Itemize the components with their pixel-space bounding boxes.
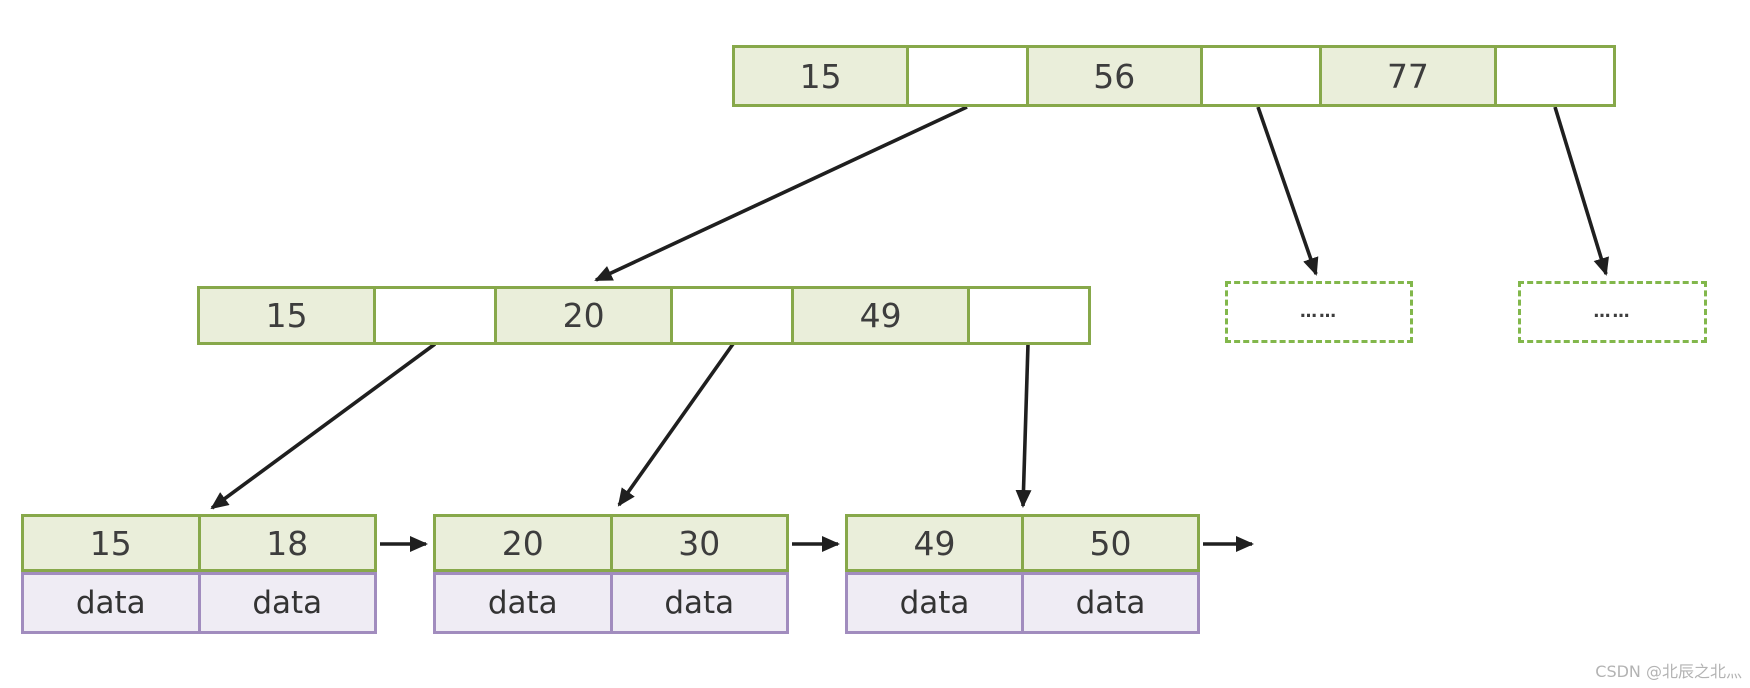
leaf-3-key-row: 49 50 [845,514,1200,572]
arrow-internal-p3-to-leaf-3 [1015,343,1032,508]
arrow-root-p2-to-overflow-1 [1256,106,1319,276]
internal-pointer-cell-0 [373,289,494,342]
leaf-3-data-cell-0: data [848,575,1021,631]
leaf-1-key-cell-0: 15 [24,517,198,569]
arrow-internal-p2-to-leaf-2 [617,342,735,507]
leaf-3-key-cell-0: 49 [848,517,1021,569]
leaf-2-key-cell-1: 30 [609,517,786,569]
leaf-3-data-row: data data [845,572,1200,634]
root-key-cell-0: 15 [735,48,907,104]
root-key-cell-2: 77 [1319,48,1494,104]
leaf-2-data-cell-0: data [436,575,610,631]
leaf-1-data-row: data data [21,572,377,634]
root-key-cell-1: 56 [1025,48,1200,104]
leaf-node-1: 15 18 data data [21,514,377,634]
leaf-3-key-cell-1: 50 [1021,517,1197,569]
internal-pointer-cell-1 [670,289,791,342]
overflow-box-2: …… [1518,281,1707,343]
leaf-1-data-cell-1: data [197,575,374,631]
leaf-3-data-cell-1: data [1021,575,1197,631]
arrow-root-p3-to-overflow-2 [1553,106,1609,276]
leaf-1-key-row: 15 18 [21,514,377,572]
leaf-2-data-cell-1: data [609,575,786,631]
ellipsis-label: …… [1300,302,1338,322]
root-pointer-cell-0 [906,48,1026,104]
root-pointer-cell-2 [1493,48,1614,104]
arrow-root-p1-to-internal [594,105,968,282]
internal-key-cell-1: 20 [494,289,671,342]
root-pointer-cell-1 [1199,48,1320,104]
internal-pointer-cell-2 [967,289,1088,342]
leaf-1-data-cell-0: data [24,575,198,631]
internal-key-cell-0: 15 [200,289,374,342]
leaf-1-key-cell-1: 18 [197,517,374,569]
watermark-text: CSDN @北辰之北灬 [1595,662,1742,681]
arrow-internal-p1-to-leaf-1 [210,342,437,510]
leaf-node-2: 20 30 data data [433,514,789,634]
internal-key-cell-2: 49 [791,289,968,342]
leaf-2-key-row: 20 30 [433,514,789,572]
ellipsis-label: …… [1593,302,1632,322]
leaf-node-3: 49 50 data data [845,514,1200,634]
root-node: 15 56 77 [732,45,1616,107]
leaf-2-key-cell-0: 20 [436,517,610,569]
internal-node: 15 20 49 [197,286,1091,345]
leaf-2-data-row: data data [433,572,789,634]
overflow-box-1: …… [1225,281,1413,343]
